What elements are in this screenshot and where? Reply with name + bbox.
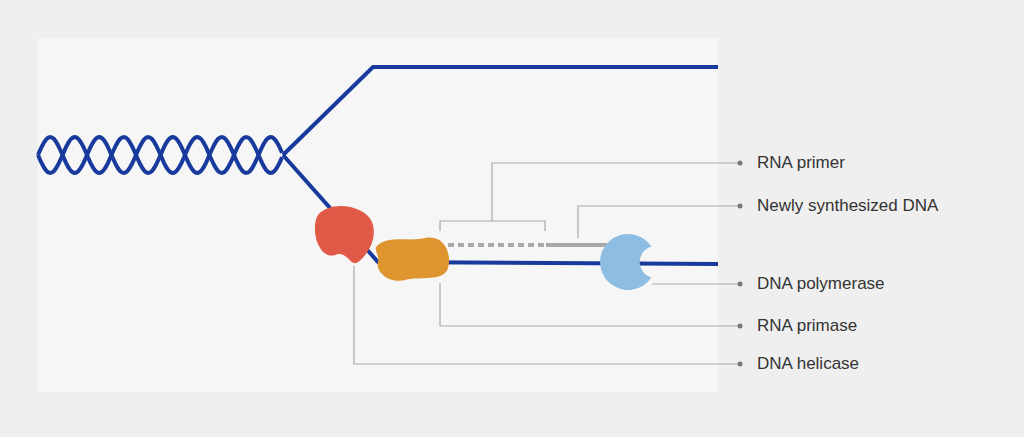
- part-label: DNA helicase: [757, 354, 859, 374]
- leader-lines: [354, 163, 740, 364]
- helix-strand: [38, 137, 282, 173]
- helicase-shape: [315, 206, 374, 263]
- part-label: Newly synthesized DNA: [757, 196, 938, 216]
- part-label: DNA polymerase: [757, 274, 885, 294]
- new-dna-strand: [546, 243, 612, 247]
- leading-strand: [283, 67, 718, 155]
- double-helix: [38, 137, 282, 173]
- part-label: RNA primer: [757, 153, 845, 173]
- primase-shape: [376, 238, 449, 281]
- helix-strand: [38, 137, 282, 173]
- lagging-strand: [283, 155, 718, 264]
- rna-primer-strand: [448, 243, 546, 247]
- leader-dots: [738, 161, 743, 367]
- part-label: RNA primase: [757, 316, 857, 336]
- panel: [38, 38, 718, 392]
- polymerase-shape: [600, 234, 651, 290]
